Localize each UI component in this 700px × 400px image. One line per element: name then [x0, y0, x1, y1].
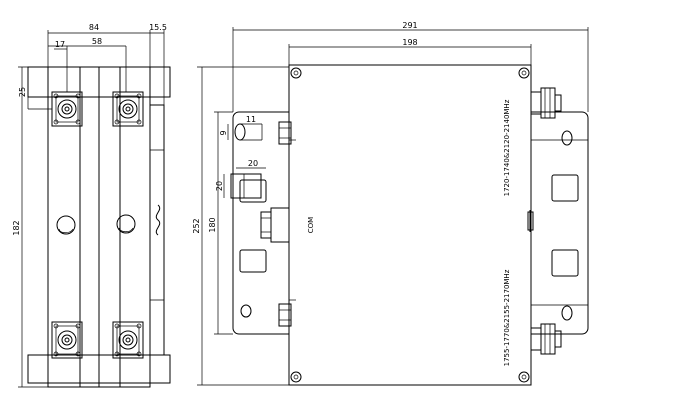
- dim-inner-height: 180: [208, 217, 217, 232]
- left-hole-1: [56, 215, 76, 235]
- connector-left-bottom: [278, 303, 292, 327]
- left-connector-bottom-left: [51, 321, 83, 359]
- left-hole-2: [116, 214, 136, 234]
- dim-offset-right: 15.5: [149, 23, 167, 32]
- dim-overall-length: 291: [402, 21, 417, 30]
- label-port-common: COM: [307, 217, 315, 233]
- left-connector-top-right: [112, 91, 144, 127]
- label-port-bottom: 1755-1770&2155-2170MHz: [503, 269, 511, 366]
- dim-box-h: 20: [215, 181, 224, 191]
- right-dimensions: [197, 27, 589, 386]
- right-view: 11 9 20 20 1720-1740&2120-2140MHz COM 17…: [192, 21, 589, 386]
- dim-port-w: 11: [246, 115, 256, 124]
- dim-top-offset: 25: [18, 87, 27, 97]
- left-dimensions: [18, 30, 165, 388]
- dim-offset-left: 17: [55, 40, 65, 49]
- connector-com: [260, 207, 290, 243]
- dim-height: 182: [12, 220, 21, 235]
- connector-right-bottom: [530, 323, 562, 355]
- left-center-rib: [79, 66, 121, 388]
- dim-spacing: 58: [92, 37, 102, 46]
- dim-box-w: 20: [248, 159, 258, 168]
- connector-right-top: [530, 87, 562, 119]
- port-detail: [223, 123, 266, 199]
- dim-port-h: 9: [219, 130, 228, 135]
- left-side-step: [149, 104, 165, 356]
- label-port-top: 1720-1740&2120-2140MHz: [503, 99, 511, 196]
- main-housing: [288, 64, 532, 386]
- left-view: 84 15.5 58 17 25 182: [12, 23, 171, 388]
- connector-left-top: [278, 121, 292, 145]
- dim-overall-height: 252: [192, 218, 201, 233]
- left-connector-bottom-right: [112, 321, 144, 359]
- dim-body-length: 198: [402, 38, 417, 47]
- dim-overall-width: 84: [89, 23, 99, 32]
